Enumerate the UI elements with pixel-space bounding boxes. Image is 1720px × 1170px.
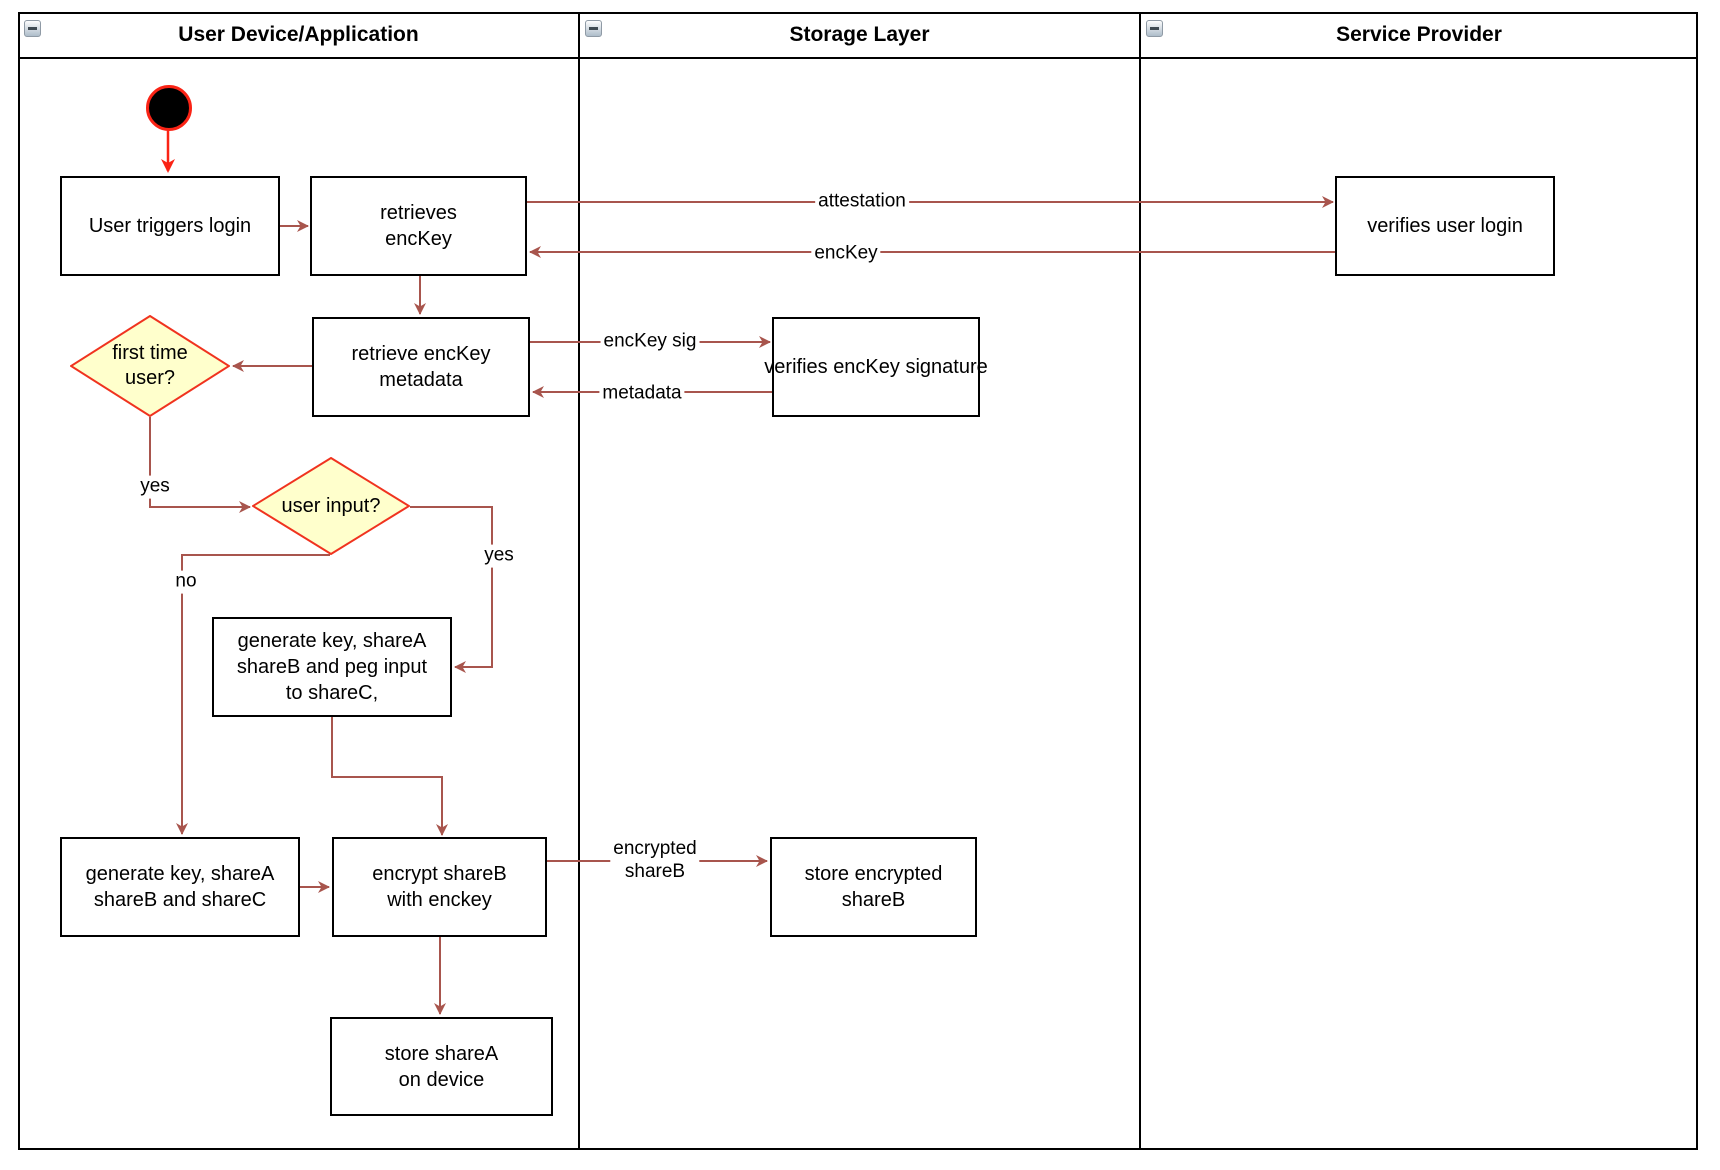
decision-user-input[interactable]: user input?	[252, 457, 410, 555]
node-generate-key-sharec[interactable]: generate key, shareA shareB and shareC	[60, 837, 300, 937]
edge-label-no-user-input: no	[172, 570, 200, 594]
node-label: verifies encKey signature	[764, 356, 988, 378]
node-retrieves-enckey[interactable]: retrieves encKey	[310, 176, 527, 276]
node-label: generate key, shareA shareB and peg inpu…	[236, 630, 428, 704]
node-store-sharea[interactable]: store shareA on device	[330, 1017, 553, 1116]
node-label: encrypt shareB with enckey	[372, 863, 507, 911]
node-encrypt-shareb[interactable]: encrypt shareB with enckey	[332, 837, 547, 937]
node-store-encrypted-shareb[interactable]: store encrypted shareB	[770, 837, 977, 937]
edge-label-enckey: encKey	[811, 242, 881, 266]
edge-label-enckey-sig: encKey sig	[600, 330, 700, 354]
edge-label-attestation: attestation	[815, 190, 909, 214]
minus-icon	[589, 27, 598, 30]
edge-label-encrypted-shareb: encrypted shareB	[610, 838, 700, 884]
node-label: store shareA on device	[384, 1042, 499, 1091]
node-label: retrieves encKey	[380, 202, 457, 250]
node-retrieve-enckey-metadata[interactable]: retrieve encKey metadata	[312, 317, 530, 417]
lane-header-underline	[18, 57, 1698, 59]
diamond-shape	[252, 457, 410, 555]
node-label: User triggers login	[88, 215, 252, 237]
lane-title-service-provider: Service Provider	[1336, 22, 1502, 46]
minus-icon	[28, 27, 37, 30]
edge-label-metadata: metadata	[599, 382, 685, 406]
collapse-icon[interactable]	[1146, 20, 1163, 37]
decision-first-time-user[interactable]: first time user?	[70, 315, 230, 417]
node-verifies-enckey-signature[interactable]: verifies encKey signature	[764, 317, 988, 417]
node-label: generate key, shareA shareB and shareC	[85, 863, 275, 911]
lane-divider-1	[578, 12, 580, 1150]
node-label: verifies user login	[1367, 215, 1523, 237]
lane-divider-2	[1139, 12, 1141, 1150]
decision-label: first time user?	[112, 342, 188, 389]
node-label: store encrypted shareB	[804, 863, 943, 911]
initial-node[interactable]	[146, 85, 192, 131]
decision-label: user input?	[281, 494, 381, 517]
collapse-icon[interactable]	[24, 20, 41, 37]
edge-label-yes-user-input: yes	[481, 544, 517, 568]
collapse-icon[interactable]	[585, 20, 602, 37]
edge-label-yes-first-time: yes	[137, 475, 173, 499]
node-user-triggers-login[interactable]: User triggers login	[60, 176, 280, 276]
node-verifies-user-login[interactable]: verifies user login	[1335, 176, 1555, 276]
node-label: retrieve encKey metadata	[351, 343, 491, 391]
diamond-shape	[70, 315, 230, 417]
lane-title-storage-layer: Storage Layer	[789, 22, 930, 46]
minus-icon	[1150, 27, 1159, 30]
lane-title-user-device: User Device/Application	[178, 22, 419, 46]
node-generate-key-peg-input[interactable]: generate key, shareA shareB and peg inpu…	[212, 617, 452, 717]
